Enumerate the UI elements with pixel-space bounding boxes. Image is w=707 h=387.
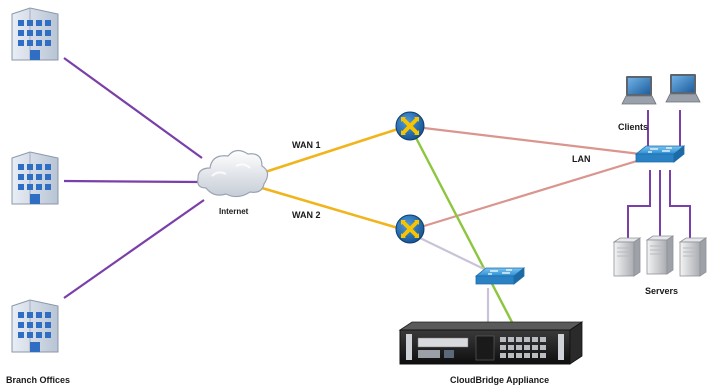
branch-offices-label: Branch Offices bbox=[6, 375, 70, 385]
building-icon bbox=[11, 7, 59, 61]
switch-icon bbox=[475, 267, 525, 285]
building-icon bbox=[11, 299, 59, 353]
router-icon bbox=[394, 213, 426, 245]
laptop-icon bbox=[665, 73, 701, 103]
branch-link-middle bbox=[63, 179, 201, 184]
router-icon bbox=[394, 110, 426, 142]
wan1-label: WAN 1 bbox=[292, 140, 321, 150]
appliance-icon bbox=[398, 321, 584, 365]
laptop-icon bbox=[621, 75, 657, 105]
lan-link-router2 bbox=[423, 158, 641, 228]
cloud-icon bbox=[197, 149, 269, 198]
server-links bbox=[627, 170, 691, 238]
wan1-link bbox=[261, 127, 399, 175]
server-icon bbox=[679, 237, 707, 277]
building-icon bbox=[11, 151, 59, 205]
server-icon bbox=[613, 237, 641, 277]
client-links bbox=[647, 110, 681, 148]
cloudbridge-label: CloudBridge Appliance bbox=[450, 375, 549, 385]
server-link-3 bbox=[669, 170, 691, 238]
lan-link-router1 bbox=[423, 126, 641, 156]
wan2-link bbox=[261, 186, 399, 230]
wan2-label: WAN 2 bbox=[292, 210, 321, 220]
branch-links bbox=[63, 57, 205, 299]
internet-label: Internet bbox=[219, 207, 249, 216]
standby-links bbox=[419, 237, 490, 326]
standby-link-router2 bbox=[419, 237, 487, 271]
server-icon bbox=[646, 235, 674, 275]
clients-label: Clients bbox=[618, 122, 648, 132]
branch-link-top bbox=[63, 57, 203, 159]
servers-label: Servers bbox=[645, 286, 678, 296]
switch-icon bbox=[635, 145, 685, 163]
server-link-1 bbox=[627, 170, 651, 238]
wan-links bbox=[261, 127, 399, 230]
lan-label: LAN bbox=[572, 154, 591, 164]
appliance-link bbox=[412, 133, 516, 327]
branch-link-bottom bbox=[63, 199, 205, 299]
lan-links bbox=[423, 126, 641, 228]
